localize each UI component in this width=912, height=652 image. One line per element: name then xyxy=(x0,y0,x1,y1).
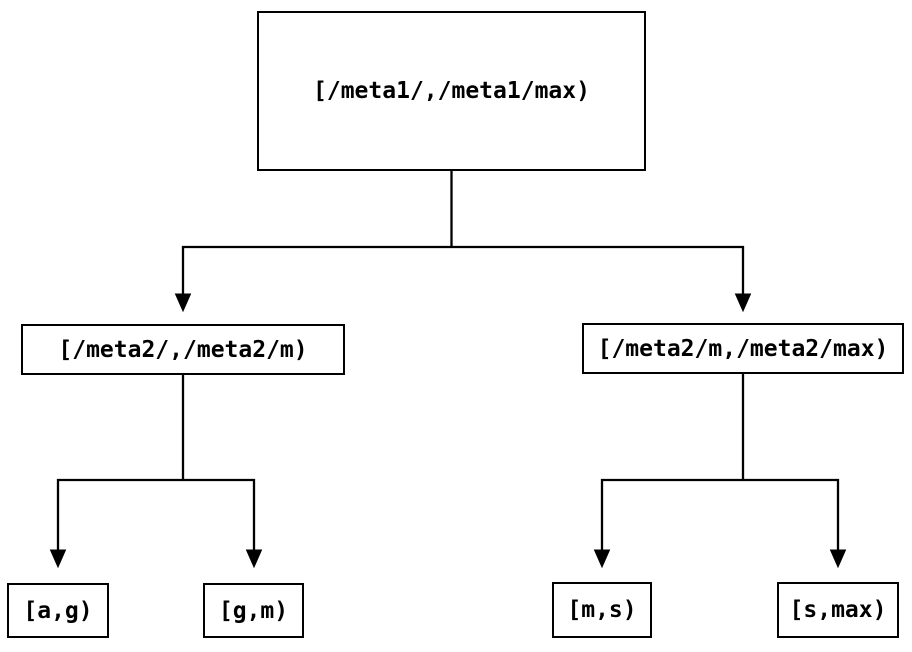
arrowhead-icon xyxy=(245,549,263,569)
node-leaf-a-g-label: [a,g) xyxy=(23,597,93,624)
node-meta2-low: [/meta2/,/meta2/m) xyxy=(21,324,345,375)
node-leaf-m-s-label: [m,s) xyxy=(567,597,637,623)
arrowhead-icon xyxy=(829,549,847,569)
edge-meta2high-children xyxy=(593,374,847,569)
node-meta2-high-label: [/meta2/m,/meta2/max) xyxy=(597,335,889,362)
node-leaf-g-m-label: [g,m) xyxy=(218,597,289,624)
node-leaf-s-max-label: [s,max) xyxy=(789,597,887,623)
edge-meta2low-children xyxy=(49,375,263,569)
edge-root-children xyxy=(174,171,752,313)
node-meta2-low-label: [/meta2/,/meta2/m) xyxy=(58,336,308,363)
node-root: [/meta1/,/meta1/max) xyxy=(257,11,646,171)
node-leaf-m-s: [m,s) xyxy=(552,582,652,638)
node-meta2-high: [/meta2/m,/meta2/max) xyxy=(582,323,904,374)
node-leaf-s-max: [s,max) xyxy=(777,582,899,638)
arrowhead-icon xyxy=(593,549,611,569)
node-leaf-a-g: [a,g) xyxy=(7,583,109,638)
arrowhead-icon xyxy=(174,293,192,313)
arrowhead-icon xyxy=(734,293,752,313)
arrowhead-icon xyxy=(49,549,67,569)
node-root-label: [/meta1/,/meta1/max) xyxy=(313,78,590,104)
node-leaf-g-m: [g,m) xyxy=(203,583,304,638)
